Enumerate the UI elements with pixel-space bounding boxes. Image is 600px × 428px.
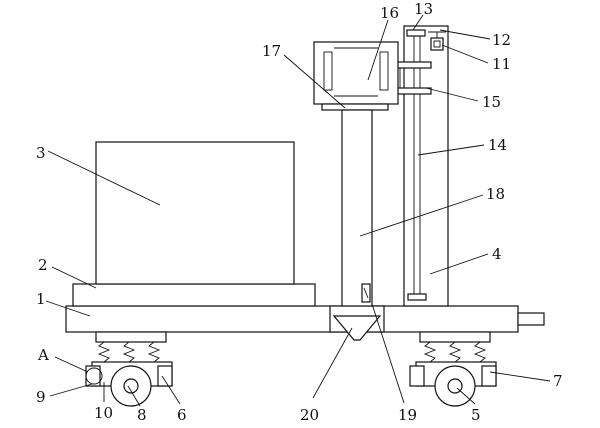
motor-housing-bottom xyxy=(321,103,389,111)
right-mount-plate xyxy=(419,331,491,343)
left-detail-circle xyxy=(85,367,103,385)
slider-arm-lower xyxy=(394,87,432,95)
top-bar xyxy=(406,29,426,37)
right-bracket-a xyxy=(409,365,425,387)
label-8: 8 xyxy=(137,406,147,424)
label-4: 4 xyxy=(492,245,502,263)
motor-window-left xyxy=(323,51,333,91)
label-2: 2 xyxy=(38,256,48,274)
base-plate xyxy=(65,305,519,333)
label-17: 17 xyxy=(262,42,281,60)
label-5: 5 xyxy=(471,406,481,424)
label-13: 13 xyxy=(414,0,433,18)
left-springs xyxy=(97,341,161,363)
label-19: 19 xyxy=(398,406,417,424)
right-bracket-b xyxy=(481,365,497,387)
motor-window-right xyxy=(379,51,389,91)
label-20: 20 xyxy=(300,406,319,424)
small-motor xyxy=(430,37,444,51)
top-plate xyxy=(72,283,316,307)
label-1: 1 xyxy=(36,290,46,308)
label-16: 16 xyxy=(380,4,399,22)
left-wheel-hub xyxy=(123,378,139,394)
label-7: 7 xyxy=(553,372,563,390)
slider-arm-upper xyxy=(394,61,432,69)
label-14: 14 xyxy=(488,136,507,154)
column xyxy=(403,25,449,307)
label-a: A xyxy=(37,346,49,364)
right-springs xyxy=(423,341,487,363)
handle-stub xyxy=(517,312,545,326)
label-12: 12 xyxy=(492,31,511,49)
small-motor-inner xyxy=(433,40,441,48)
left-bracket-b xyxy=(157,365,173,387)
label-6: 6 xyxy=(177,406,187,424)
label-9: 9 xyxy=(36,388,46,406)
label-11: 11 xyxy=(492,55,511,73)
sensor-line xyxy=(363,287,369,299)
motor-housing xyxy=(313,41,399,105)
leader-lines xyxy=(45,14,551,407)
storage-box xyxy=(95,141,295,285)
label-18: 18 xyxy=(486,185,505,203)
feed-tube xyxy=(341,109,373,307)
left-mount-plate xyxy=(95,331,167,343)
label-10: 10 xyxy=(94,404,113,422)
rod-bottom-block xyxy=(407,293,427,301)
label-15: 15 xyxy=(482,93,501,111)
label-3: 3 xyxy=(36,144,46,162)
